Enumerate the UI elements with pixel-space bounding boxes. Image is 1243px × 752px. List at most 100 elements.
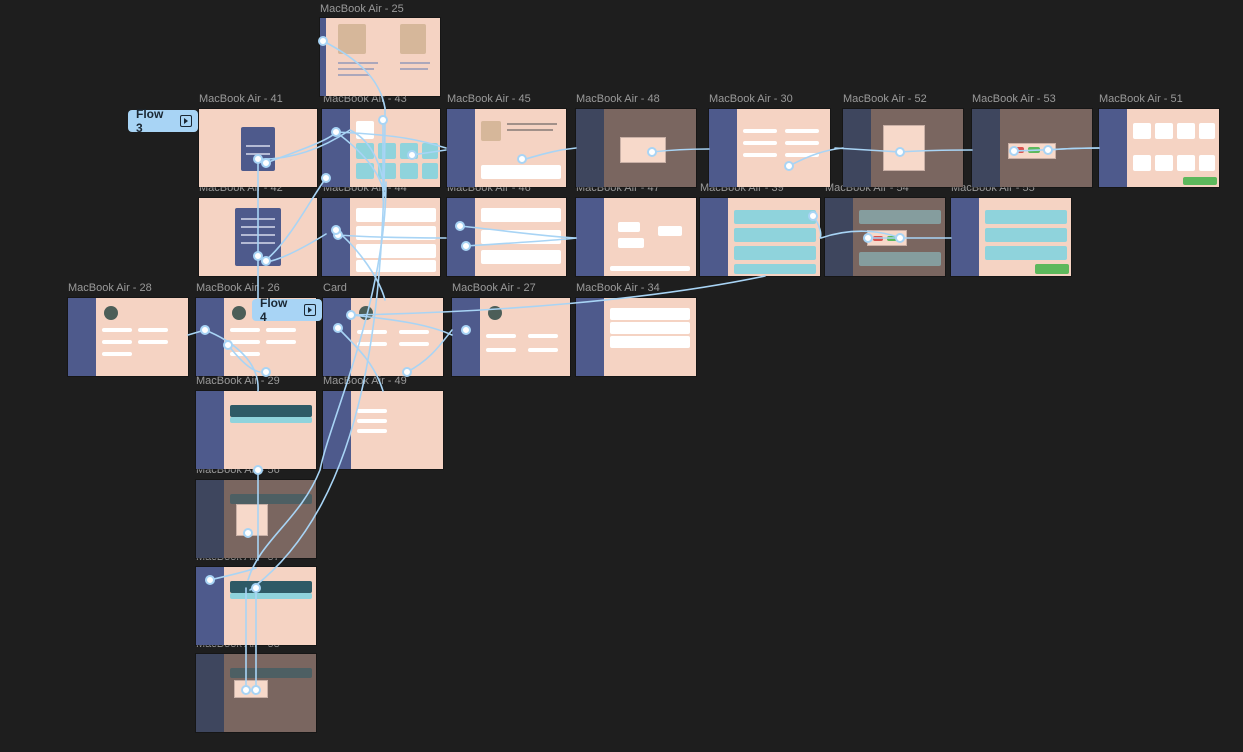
teal-row [734,210,816,224]
frame-macbook-air-52[interactable] [843,109,963,187]
frame-macbook-air-42[interactable] [199,198,317,276]
frame-label-48: MacBook Air - 48 [576,93,660,105]
input-field [785,153,819,157]
frame-macbook-air-30[interactable] [709,109,830,187]
frame-macbook-air-49[interactable] [323,391,443,469]
input-line [241,218,275,220]
grid-card [356,163,374,179]
frame-macbook-air-48[interactable] [576,109,696,187]
input-field [743,141,777,145]
flow-3-label: Flow 3 [136,107,164,135]
sidebar [972,109,1000,187]
frame-label-25: MacBook Air - 25 [320,3,404,15]
text-line [507,129,553,131]
modal [883,125,925,171]
sidebar [323,391,351,469]
flow-3-tag[interactable]: Flow 3 [128,107,198,135]
grid-card [1177,155,1195,171]
teal-row [985,246,1067,260]
input-field [743,153,777,157]
input-field [785,141,819,145]
frame-macbook-air-43[interactable] [322,109,440,187]
teal-row [734,246,816,260]
sidebar [68,298,96,376]
sidebar [576,198,604,276]
frame-macbook-air-44[interactable] [322,198,440,276]
red-button [1012,147,1024,153]
grid-card [1133,155,1151,171]
frame-macbook-air-29[interactable] [196,391,316,469]
frame-macbook-air-57[interactable] [196,567,316,645]
frame-label-29: MacBook Air - 29 [196,375,280,387]
teal-row [859,210,941,224]
frame-label-28: MacBook Air - 28 [68,282,152,294]
frame-macbook-air-47[interactable] [576,198,696,276]
frame-label-49: MacBook Air - 49 [323,375,407,387]
frame-macbook-air-41[interactable] [199,109,317,187]
frame-macbook-air-45[interactable] [447,109,566,187]
list-item [481,208,561,222]
frame-macbook-air-56[interactable] [196,480,316,558]
green-button [887,236,897,241]
frame-macbook-air-55[interactable] [951,198,1071,276]
frame-label-41: MacBook Air - 41 [199,93,283,105]
frame-label-51: MacBook Air - 51 [1099,93,1183,105]
input-field [486,348,516,352]
sidebar [196,654,224,732]
frame-macbook-air-58[interactable] [196,654,316,732]
table-header [230,405,312,417]
sidebar [320,18,326,96]
photo-left [338,24,366,54]
grid-card [1155,123,1173,139]
list-item [481,230,561,244]
avatar [359,306,373,320]
frame-label-52: MacBook Air - 52 [843,93,927,105]
profile-photo [481,121,501,141]
frame-macbook-air-28[interactable] [68,298,188,376]
sidebar [576,298,604,376]
frame-macbook-air-34[interactable] [576,298,696,376]
review-item [610,336,690,348]
flow-4-tag[interactable]: Flow 4 [252,296,322,324]
chat-bubble [618,238,644,248]
grid-card [356,143,374,159]
input-line [246,145,270,147]
grid-card [378,143,396,159]
table-row [230,593,312,599]
grid-card [378,163,396,179]
frame-macbook-air-51[interactable] [1099,109,1219,187]
input-field [357,342,387,346]
input-field [357,429,387,433]
frame-macbook-air-39[interactable] [700,198,820,276]
text-line [338,62,378,64]
frame-macbook-air-53[interactable] [972,109,1092,187]
input-field [230,352,260,356]
frame-macbook-air-46[interactable] [447,198,566,276]
frame-card[interactable] [323,298,443,376]
frame-macbook-air-54[interactable] [825,198,945,276]
sidebar [322,198,350,276]
input-field [528,334,558,338]
text-line [400,62,430,64]
grid-card [400,143,418,159]
frame-macbook-air-25[interactable] [320,18,440,96]
sidebar [700,198,728,276]
input-field [266,328,296,332]
grid-card [356,121,374,139]
play-flow-icon[interactable] [180,115,192,127]
success-toast [1183,177,1217,185]
play-flow-icon[interactable] [304,304,316,316]
input-field [138,328,168,332]
grid-card [1133,123,1151,139]
sidebar [196,480,224,558]
input-field [102,352,132,356]
input-line [241,234,275,236]
frame-macbook-air-27[interactable] [452,298,570,376]
input-field [486,334,516,338]
input-line [241,242,275,244]
text-line [400,68,428,70]
grid-card [1199,155,1215,171]
input-field [399,342,429,346]
table-header [230,668,312,678]
teal-row [734,228,816,242]
